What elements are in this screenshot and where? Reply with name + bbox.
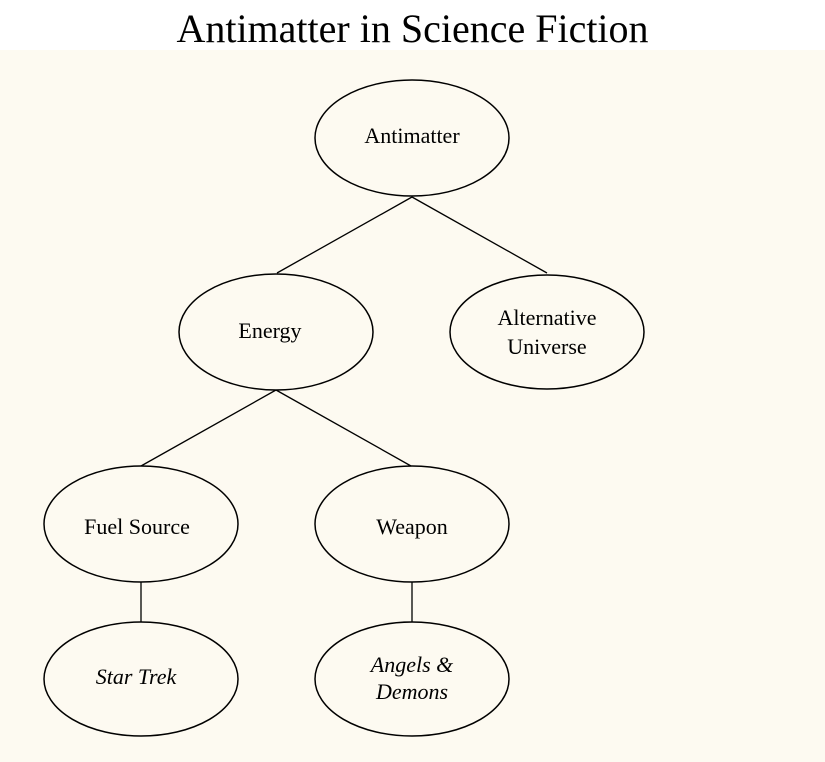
node-label-line-2: Universe	[507, 334, 586, 359]
edge-energy-weapon	[275, 389, 412, 467]
edge-antimatter-energy	[276, 196, 413, 274]
node-label: Star Trek	[96, 664, 178, 689]
node-ellipse	[314, 79, 510, 197]
node-label: Antimatter	[364, 123, 460, 148]
connectors	[140, 196, 548, 622]
node-label: Fuel Source	[84, 514, 190, 539]
node-label: Weapon	[376, 514, 448, 539]
node-ellipse	[314, 465, 510, 583]
node-ellipse	[43, 465, 239, 583]
node-weapon: Weapon	[314, 465, 510, 583]
node-label-line-1: Alternative	[498, 305, 597, 330]
node-label-line-2: Demons	[375, 679, 448, 704]
edge-energy-fuel-source	[140, 389, 277, 467]
node-energy: Energy	[178, 273, 374, 391]
node-star-trek: Star Trek	[43, 621, 239, 737]
node-ellipse	[449, 274, 645, 390]
node-label-line-1: Angels &	[369, 652, 454, 677]
node-antimatter: Antimatter	[314, 79, 510, 197]
edge-antimatter-alternative-universe	[411, 196, 548, 274]
node-alternative-universe: Alternative Universe	[449, 274, 645, 390]
node-ellipse	[43, 621, 239, 737]
node-ellipse	[178, 273, 374, 391]
node-ellipse	[314, 621, 510, 737]
diagram-title: Antimatter in Science Fiction	[0, 0, 825, 51]
node-fuel-source: Fuel Source	[43, 465, 239, 583]
node-label: Energy	[238, 318, 301, 343]
node-angels-demons: Angels & Demons	[314, 621, 510, 737]
diagram-canvas	[0, 50, 825, 762]
